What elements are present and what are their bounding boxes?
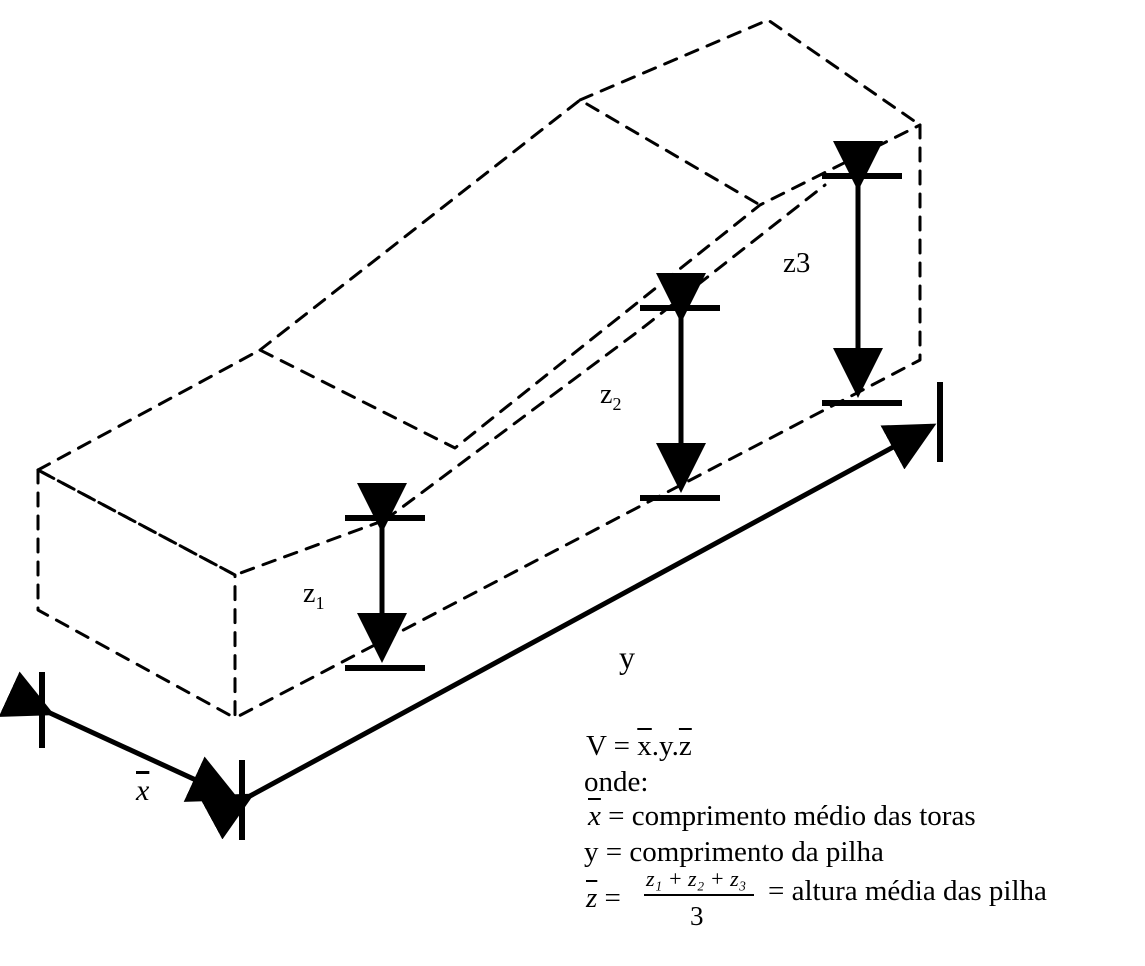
zbar-definition: = altura média das pilha bbox=[768, 875, 1047, 907]
onde-text: onde: bbox=[584, 766, 649, 798]
volume-formula: V = x.y.z bbox=[586, 730, 692, 762]
xbar-definition: x = comprimento médio das toras bbox=[588, 800, 976, 832]
z3-label: z3 bbox=[783, 247, 810, 279]
z3-dimension bbox=[822, 141, 902, 406]
fraction-numerator: z₁ + z₂ + z₃ bbox=[646, 866, 747, 891]
x-length-dimension bbox=[0, 671, 245, 840]
z2-label: z2 bbox=[600, 379, 621, 414]
y-definition: y = comprimento da pilha bbox=[584, 836, 884, 868]
zbar-lhs: z = bbox=[586, 882, 621, 914]
z1-label: z1 bbox=[303, 578, 324, 613]
y-length-dimension bbox=[198, 382, 943, 840]
xbar-label: x bbox=[135, 774, 150, 807]
pile-outline bbox=[36, 18, 922, 720]
fraction-bar bbox=[644, 894, 754, 896]
z1-dimension bbox=[345, 483, 425, 671]
y-label: y bbox=[619, 639, 635, 675]
fraction-denominator: 3 bbox=[690, 901, 704, 931]
